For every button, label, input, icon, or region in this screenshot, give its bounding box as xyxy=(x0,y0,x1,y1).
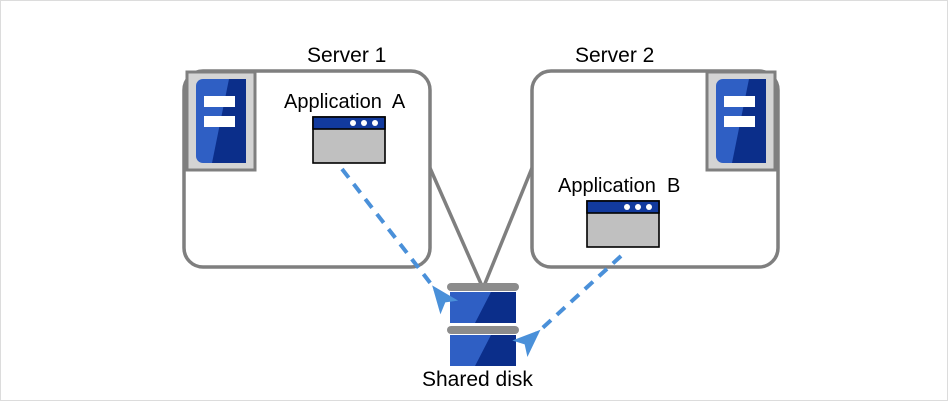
connector-server1-to-disk xyxy=(428,167,484,287)
access-arrows xyxy=(340,167,623,357)
server-1-title: Server 1 xyxy=(307,44,387,67)
application-b-window-icon xyxy=(586,200,660,248)
application-a-window-icon xyxy=(312,116,386,164)
server-1-rack-icon xyxy=(185,70,257,172)
disk-bar-lower xyxy=(447,326,519,334)
server-1-boundary xyxy=(182,69,432,269)
connector-lines xyxy=(428,167,534,287)
application-b-label: Application B xyxy=(558,175,681,197)
arrow-app-a-to-disk xyxy=(340,167,459,315)
server-2-boundary xyxy=(530,69,780,269)
disk-block-upper xyxy=(450,292,516,323)
application-a-label: Application A xyxy=(284,91,406,113)
connector-server2-to-disk xyxy=(482,167,534,287)
shared-disk-icon xyxy=(447,283,519,366)
disk-block-lower xyxy=(450,335,516,366)
arrow-app-b-to-disk xyxy=(512,254,623,357)
shared-disk-label: Shared disk xyxy=(422,368,533,391)
server-2-title: Server 2 xyxy=(575,44,655,67)
server-2-rack-icon xyxy=(705,70,777,172)
disk-bar-upper xyxy=(447,283,519,291)
